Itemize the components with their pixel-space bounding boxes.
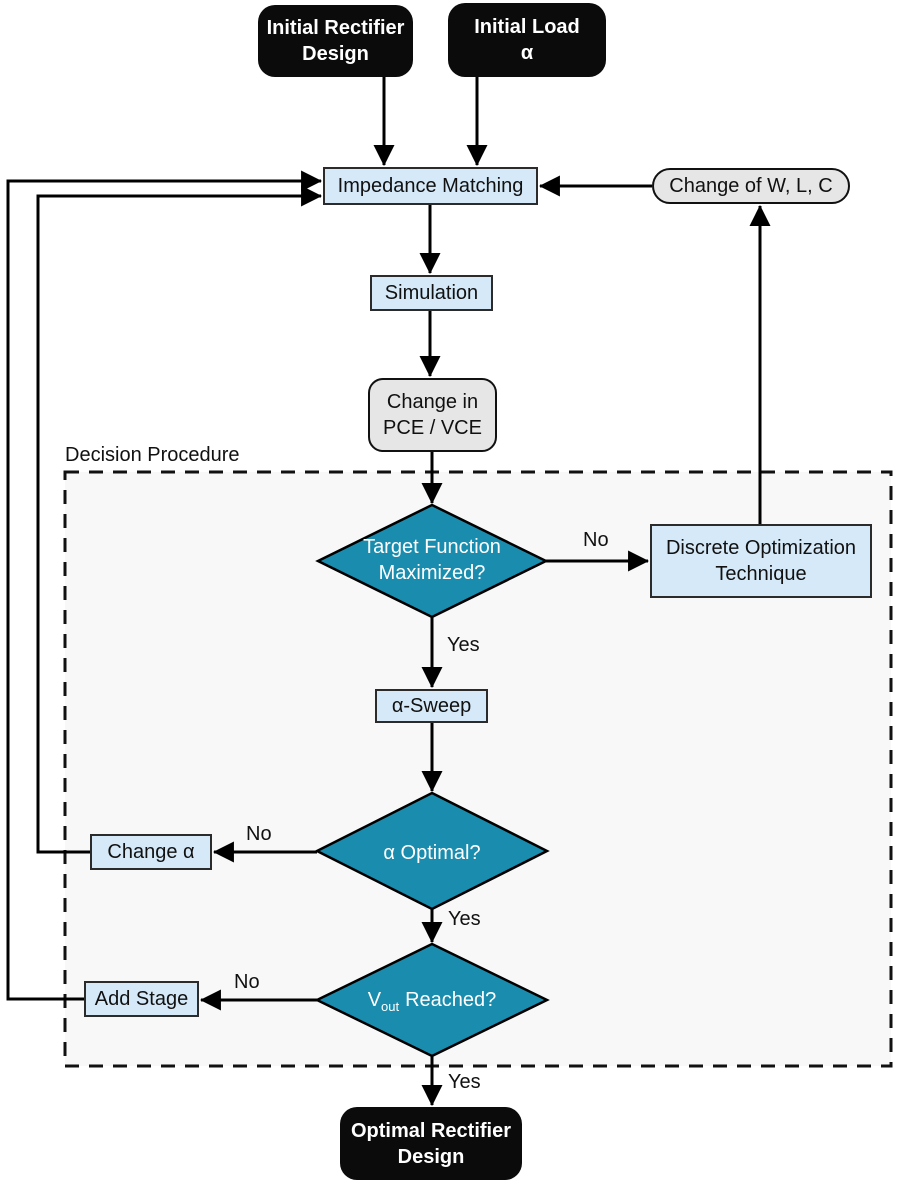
edge-label-target-yes: Yes bbox=[447, 634, 480, 656]
edge-label-vout-no: No bbox=[234, 971, 260, 993]
node-label: α-Sweep bbox=[391, 695, 472, 717]
diamond-label-target-function: Target Function Maximized? bbox=[332, 534, 532, 586]
node-alpha-sweep: α-Sweep bbox=[375, 689, 488, 723]
node-change-in-pce-vce: Change in PCE / VCE bbox=[368, 378, 497, 452]
node-change-alpha: Change α bbox=[90, 834, 212, 870]
node-label-line1: Initial Load bbox=[474, 16, 580, 38]
diamond-alpha-optimal bbox=[314, 791, 550, 911]
node-label-line2: Technique bbox=[715, 563, 807, 585]
diamond-label-line1: Target Function bbox=[363, 536, 501, 558]
node-label-line2: α bbox=[520, 42, 534, 64]
node-optimal-rectifier-design: Optimal Rectifier Design bbox=[340, 1107, 522, 1180]
node-label: Optimal Rectifier Design bbox=[350, 1119, 512, 1168]
node-label: Change of W, L, C bbox=[669, 175, 833, 197]
vout-symbol: V bbox=[367, 989, 382, 1011]
diamond-label-alpha-optimal: α Optimal? bbox=[383, 842, 481, 864]
vout-subscript: out bbox=[381, 999, 400, 1014]
vout-question: Reached? bbox=[405, 989, 497, 1011]
node-impedance-matching: Impedance Matching bbox=[323, 167, 538, 205]
node-label: Simulation bbox=[384, 282, 479, 304]
node-label-line1: Change in bbox=[386, 391, 479, 413]
node-change-of-wlc: Change of W, L, C bbox=[652, 168, 850, 204]
diamond-label-vout-reached: Vout Reached? bbox=[322, 987, 542, 1016]
edge-add-stage-to-impedance-loop bbox=[6, 170, 323, 1001]
node-label: Add Stage bbox=[94, 988, 189, 1010]
node-label-line1: Discrete Optimization bbox=[665, 537, 857, 559]
node-discrete-optimization-technique: Discrete Optimization Technique bbox=[650, 524, 872, 598]
node-label: Initial Rectifier Design bbox=[266, 17, 405, 65]
edge-label-alpha-no: No bbox=[246, 823, 272, 845]
diamond-target-function-maximized bbox=[315, 503, 549, 619]
node-label: Impedance Matching bbox=[337, 175, 524, 197]
node-initial-rectifier-design: Initial Rectifier Design bbox=[258, 5, 413, 77]
edge-label-alpha-yes: Yes bbox=[448, 908, 481, 930]
node-label-line2: PCE / VCE bbox=[383, 417, 482, 439]
node-simulation: Simulation bbox=[370, 275, 493, 311]
edge-change-alpha-to-impedance-loop bbox=[36, 185, 323, 854]
diamond-vout-reached bbox=[314, 942, 550, 1058]
node-label: Change α bbox=[107, 841, 195, 863]
edge-label-vout-yes: Yes bbox=[448, 1071, 481, 1093]
decision-procedure-label: Decision Procedure bbox=[65, 444, 240, 466]
node-add-stage: Add Stage bbox=[84, 981, 199, 1017]
diamond-label-line2: Maximized? bbox=[378, 562, 486, 584]
edge-label-target-no: No bbox=[583, 529, 609, 551]
node-initial-load-alpha: Initial Load α bbox=[448, 3, 606, 77]
